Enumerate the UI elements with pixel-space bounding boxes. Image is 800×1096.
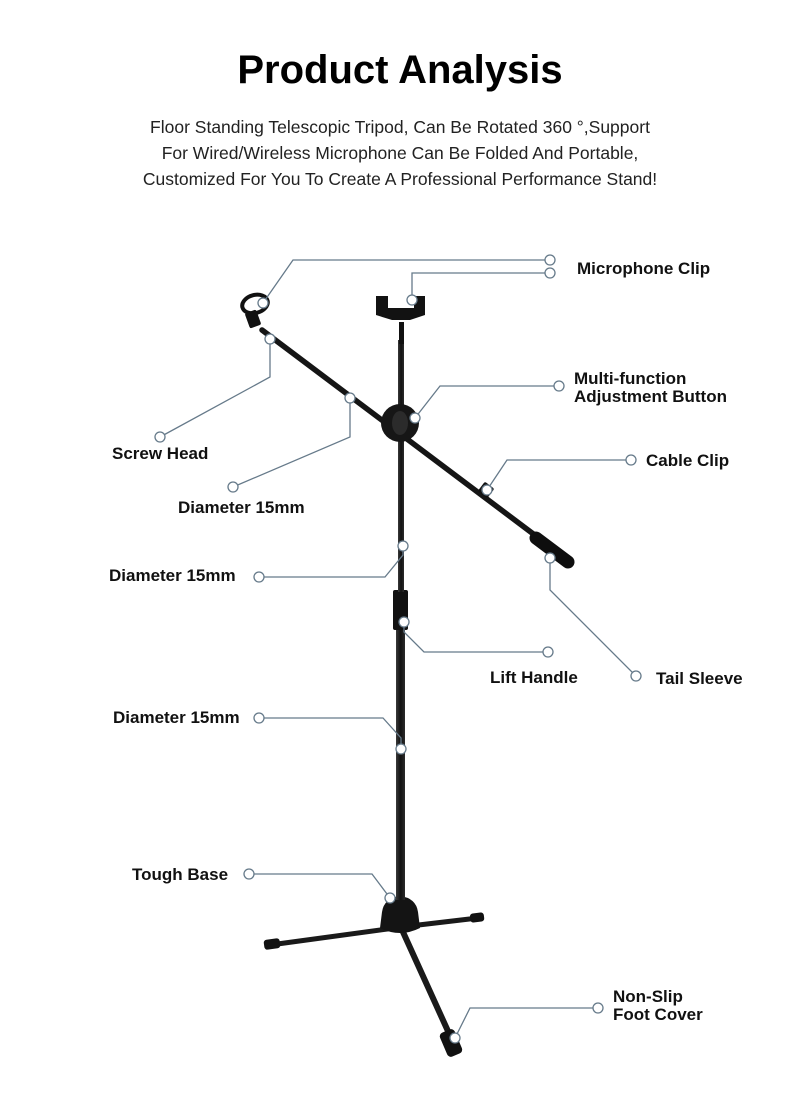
label-tail-sleeve: Tail Sleeve — [656, 669, 743, 688]
adjustment-knob — [381, 404, 419, 442]
upper-pole — [398, 340, 404, 592]
label-non-slip-line2: Foot Cover — [613, 1005, 703, 1024]
label-multi-function-line2: Adjustment Button — [574, 387, 727, 406]
subtitle-line-3: Customized For You To Create A Professio… — [142, 169, 658, 189]
leader-lines — [154, 254, 642, 1044]
label-microphone-clip: Microphone Clip — [577, 259, 711, 278]
lower-pole — [396, 628, 405, 900]
label-lift-handle: Lift Handle — [490, 668, 578, 687]
label-tough-base: Tough Base — [132, 865, 229, 884]
label-diameter-lower: Diameter 15mm — [113, 708, 240, 727]
tough-base-hub — [380, 896, 420, 933]
label-cable-clip: Cable Clip — [646, 451, 730, 470]
page-title: Product Analysis — [237, 48, 563, 92]
label-non-slip-line1: Non-Slip — [613, 987, 683, 1006]
label-diameter-boom: Diameter 15mm — [178, 498, 305, 517]
tripod-legs — [263, 912, 485, 1057]
subtitle: Floor Standing Telescopic Tripod, Can Be… — [0, 114, 800, 192]
boom-ring-clip — [240, 292, 270, 329]
subtitle-line-2: For Wired/Wireless Microphone Can Be Fol… — [161, 143, 639, 163]
subtitle-line-1: Floor Standing Telescopic Tripod, Can Be… — [150, 117, 650, 137]
label-screw-head: Screw Head — [112, 444, 209, 463]
label-multi-function-line1: Multi-function — [574, 369, 687, 388]
label-diameter-upper: Diameter 15mm — [109, 566, 236, 585]
boom-arm — [259, 327, 575, 569]
top-microphone-clip — [376, 296, 425, 344]
